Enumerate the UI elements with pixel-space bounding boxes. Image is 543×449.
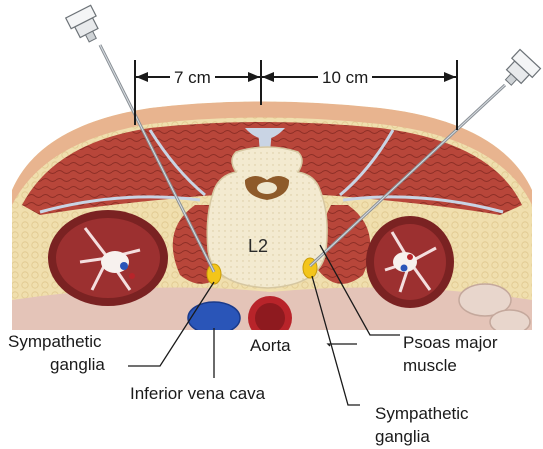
label-sympathetic-ganglia-left-line1: Sympathetic bbox=[8, 332, 102, 352]
kidney-right bbox=[366, 216, 454, 308]
vertebra-label: L2 bbox=[248, 236, 268, 257]
kidney-left bbox=[48, 210, 168, 306]
label-psoas-line2: muscle bbox=[403, 356, 457, 376]
label-psoas-line1: Psoas major bbox=[403, 333, 497, 353]
label-sympathetic-ganglia-left-line2: ganglia bbox=[50, 355, 105, 375]
aorta bbox=[248, 296, 292, 340]
label-aorta: Aorta bbox=[250, 336, 291, 356]
label-inferior-vena-cava: Inferior vena cava bbox=[130, 384, 265, 404]
label-sympathetic-ganglia-right-line2: ganglia bbox=[375, 427, 430, 447]
sympathetic-ganglion-left bbox=[207, 264, 221, 284]
body-cross-section bbox=[0, 90, 543, 350]
measurement-right-label: 10 cm bbox=[318, 68, 372, 88]
measurement-left-label: 7 cm bbox=[170, 68, 215, 88]
label-sympathetic-ganglia-right-line1: Sympathetic bbox=[375, 404, 469, 424]
